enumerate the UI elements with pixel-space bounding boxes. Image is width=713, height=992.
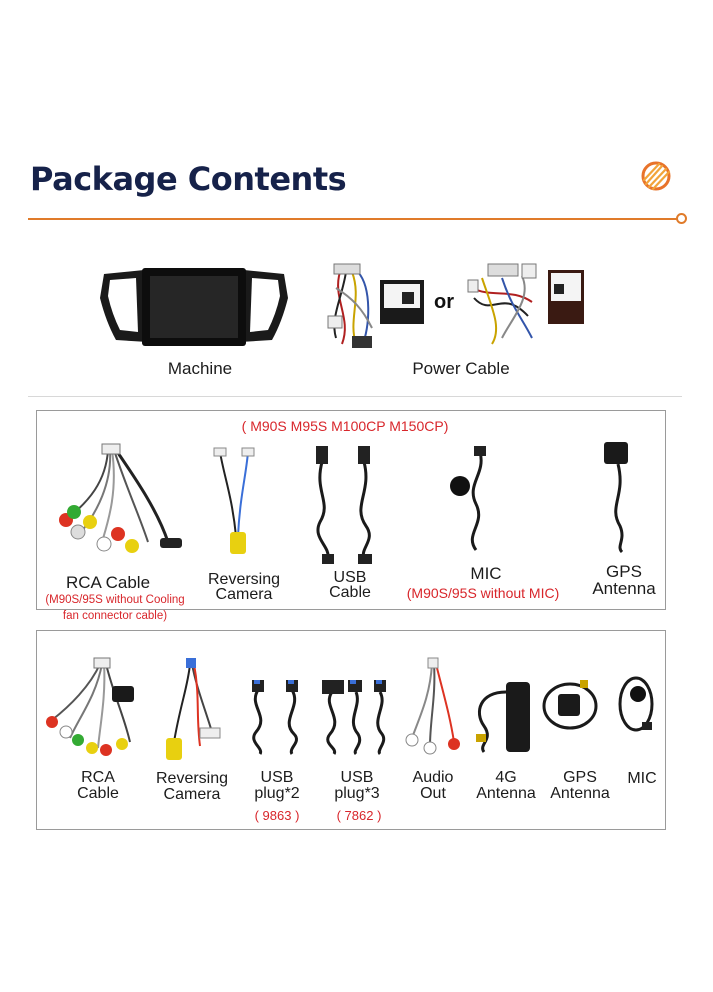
reversing-camera-label-2: Camera <box>215 586 273 603</box>
reversing-camera-label-2b: Camera <box>163 786 221 803</box>
section-divider <box>28 396 682 397</box>
accessories-box-2 <box>36 630 666 830</box>
header-divider <box>28 218 680 220</box>
usb-plug-3-label-b: plug*3 <box>334 785 380 802</box>
usb-cable-label-1: USB <box>333 569 367 586</box>
usb-plug-3-note: ( 7862 ) <box>336 808 382 823</box>
mic-note: (M90S/95S without MIC) <box>406 585 560 601</box>
accessories-box-1 <box>36 410 666 610</box>
mic-image <box>450 446 486 551</box>
power-cable-label: Power Cable <box>412 359 510 378</box>
4g-antenna-image <box>476 682 530 753</box>
reversing-camera-cable-image <box>213 447 255 554</box>
machine-label: Machine <box>167 359 233 378</box>
reversing-camera-label-2a: Reversing <box>155 770 229 787</box>
power-cable-image-a <box>327 263 424 348</box>
gps-antenna-label-2a: GPS <box>563 769 597 786</box>
rca-cable-note-2: fan connector cable) <box>62 610 168 622</box>
4g-antenna-label-b: Antenna <box>476 785 536 802</box>
audio-out-label-b: Out <box>420 785 446 802</box>
or-text: or <box>434 291 454 313</box>
mic-label-2: MIC <box>627 770 657 787</box>
gps-antenna-label-2: Antenna <box>592 579 656 598</box>
gps-antenna-label-2b: Antenna <box>550 785 610 802</box>
machine-image <box>100 268 288 346</box>
reversing-camera-cable-image-2 <box>166 658 221 760</box>
usb-cable-label-2: Cable <box>329 584 371 601</box>
divider-end-dot <box>676 213 687 224</box>
4g-antenna-label-a: 4G <box>495 769 517 786</box>
models-note: ( M90S M95S M100CP M150CP) <box>241 418 449 434</box>
usb-plug-3-image <box>322 680 386 756</box>
rca-cable-label-2b: Cable <box>77 785 119 802</box>
gps-antenna-image-2 <box>542 680 598 730</box>
usb-plug-2-image <box>252 680 298 755</box>
audio-out-image <box>405 657 460 755</box>
rca-cable-label: RCA Cable <box>65 573 151 592</box>
gps-antenna-image <box>604 442 628 554</box>
usb-cable-image <box>316 446 372 564</box>
usb-plug-3-label-a: USB <box>340 769 374 786</box>
reversing-camera-label-1: Reversing <box>207 571 281 588</box>
rca-cable-image-2 <box>46 657 134 756</box>
page-title: Package Contents <box>30 160 347 198</box>
gps-antenna-label-1: GPS <box>606 562 642 581</box>
audio-out-label-a: Audio <box>412 769 454 786</box>
usb-plug-2-label-b: plug*2 <box>254 785 300 802</box>
mic-label: MIC <box>470 564 502 583</box>
mic-image-2 <box>618 676 654 732</box>
usb-plug-2-note: ( 9863 ) <box>254 808 300 823</box>
rca-cable-note-1: (M90S/95S without Cooling <box>45 594 185 606</box>
rca-cable-image <box>59 443 182 553</box>
power-cable-image-b <box>467 263 584 345</box>
rca-cable-label-2a: RCA <box>81 769 115 786</box>
orange-coil-logo-icon <box>641 161 671 191</box>
usb-plug-2-label-a: USB <box>260 769 294 786</box>
